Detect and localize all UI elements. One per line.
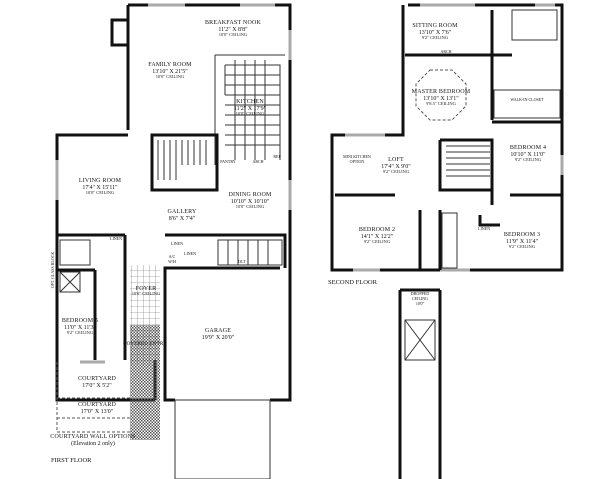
arch-label: ARCH [440,49,451,54]
courtyard-1-name: COURTYARD [78,376,117,382]
foyer-name: FOYER [136,286,157,292]
foyer-ceiling: 10'0" CEILING [132,291,161,296]
living-room-dims: 17'4" X 15'11" [82,185,118,191]
bedroom-5-name: BEDROOM 5 [62,318,98,324]
kitchen-dims: 11'2" X 17'9" [234,106,267,112]
dropped-ceiling-note: CEILING [412,296,428,301]
staircase [150,133,219,192]
ac-label: A/C [169,254,176,259]
ref-label: REF [273,154,281,159]
bedroom-5-dims: 11'0" X 11'3" [64,325,96,331]
walk-in-closet-name: WALK-IN CLOSET [510,97,544,102]
dining-room-name: DINING ROOM [228,192,271,198]
family-room-name: FAMILY ROOM [148,62,192,68]
living-room-ceiling: 10'0" CEILING [86,190,115,195]
dining-room-ceiling: 10'0" CEILING [236,204,265,209]
loft-name: LOFT [388,157,404,163]
arch-label: ARCH [252,159,263,164]
master-bedroom-ceiling: 9'8.5" CEILING [426,101,456,106]
garage-name: GARAGE [205,328,231,334]
bedroom-3-name: BEDROOM 3 [504,232,540,238]
bedroom-2-ceiling: 9'2" CEILING [364,239,391,244]
loft-dims: 17'4" X 9'0" [381,164,411,170]
linen-label: LINEN [171,241,183,246]
second-floor-plan [330,3,564,479]
breakfast-nook-dims: 11'2" X 8'8" [218,27,248,33]
kitchen-name: KITCHEN [236,99,264,105]
bedroom-3-ceiling: 9'2" CEILING [509,244,536,249]
linen-label: LINEN [184,251,196,256]
master-bedroom-name: MASTER BEDROOM [412,89,471,95]
bedroom-4-ceiling: 9'2" CEILING [515,157,542,162]
mini-kitchen-name: MINI KITCHEN [343,154,371,159]
pantry-label: PANTRY [220,159,236,164]
second-floor-label: SECOND FLOOR [328,279,378,286]
breakfast-nook-name: BREAKFAST NOOK [205,20,262,26]
courtyard-2-dims: 17'0" X 13'0" [81,409,114,415]
breakfast-nook-ceiling: 10'0" CEILING [219,32,248,37]
dropped-ceiling-height: 10'0" [416,301,425,306]
family-room-dims: 13'10" X 21'5" [152,69,188,75]
wh-label: W/H [168,259,176,264]
kitchen-tile [225,60,280,160]
bedroom-4-dims: 10'10" X 11'0" [510,152,546,158]
tub-icon [511,9,558,41]
gallery-name: GALLERY [167,209,197,215]
dining-room-dims: 10'10" X 10'10" [231,199,270,205]
first-floor-plan [55,3,292,479]
sitting-room-ceiling: 9'2" CEILING [422,35,449,40]
living-room-name: LIVING ROOM [79,178,122,184]
covered-entry-name: COVERED ENTRY [123,342,167,347]
courtyard-note: (Elevation 2 only) [71,440,115,447]
master-bedroom-dims: 13'10" X 13'1" [423,96,459,102]
courtyard-2-name: COURTYARD [78,402,117,408]
sitting-room-dims: 13'10" X 7'6" [419,30,452,36]
bedroom-2-dims: 14'1" X 12'2" [361,234,394,240]
courtyard-1-dims: 17'0" X 5'2" [82,383,112,389]
bedroom-2-name: BEDROOM 2 [359,227,395,233]
linen-label: LINEN [110,236,122,241]
garage-dims: 19'9" X 20'0" [202,335,235,341]
dropped-ceiling-name: DROPPED [411,291,429,296]
courtyard-wall-options: COURTYARD WALL OPTIONS [50,434,135,440]
linen-label: LINEN [478,226,490,231]
olt-label: OLT [238,259,246,264]
first-floor-label: FIRST FLOOR [51,457,92,464]
bedroom-4-name: BEDROOM 4 [510,145,546,151]
sitting-room-name: SITTING ROOM [412,23,458,29]
mini-kitchen-option: OPTION [350,159,365,164]
bedroom-3-dims: 11'9" X 11'4" [506,239,538,245]
family-room-ceiling: 10'0" CEILING [156,74,185,79]
glass-block-label: OPT. GLASS BLOCK [50,252,55,289]
bedroom-5-ceiling: 9'2" CEILING [67,330,94,335]
loft-ceiling: 9'2" CEILING [383,169,410,174]
kitchen-ceiling: 10'0" CEILING [236,111,265,116]
gallery-dims: 8'6" X 7'4" [169,216,196,222]
